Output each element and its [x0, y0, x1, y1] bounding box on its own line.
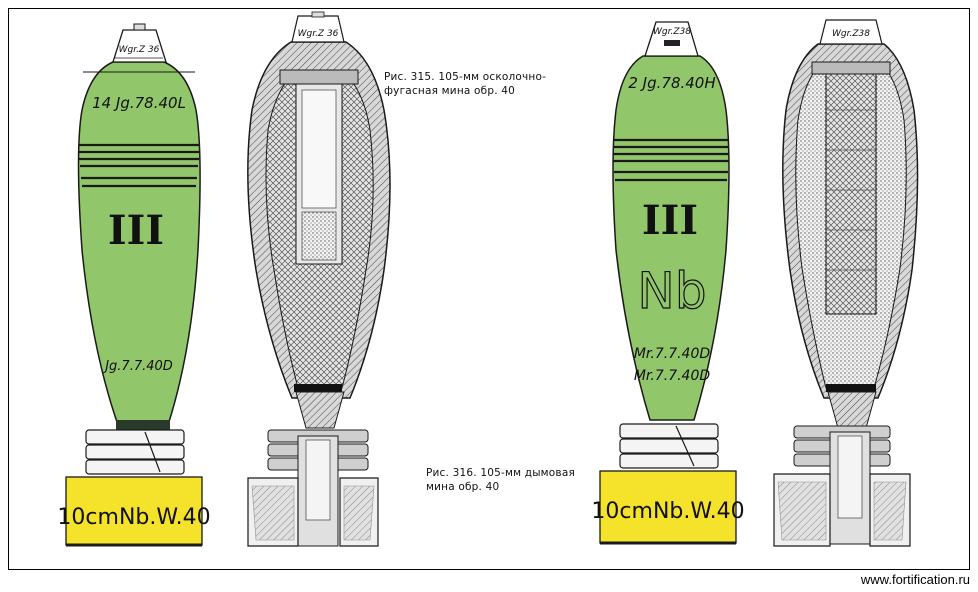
mine-315-lot-marking: 14 Jg.78.40L — [92, 94, 186, 112]
mine-316-lower-marking-1: Mr.7.7.40D — [634, 346, 711, 362]
mine-316-section: Wgr.Z38 — [773, 19, 919, 547]
figure-316-caption-line1: Рис. 316. 105-мм дымовая — [426, 467, 575, 479]
mine-316-base-label: 10cmNb.W.40 — [591, 499, 744, 524]
footer-site-link[interactable]: www.fortification.ru — [860, 572, 970, 587]
figure-315-caption-line2: фугасная мина обр. 40 — [384, 85, 516, 97]
mine-315-base — [65, 476, 203, 546]
mine-315-exterior: Wgr.Z 36 14 Jg.78.40L III Jg.7.7.40D 10c… — [57, 23, 211, 547]
mine-316-type-mark: Nb — [637, 262, 706, 320]
figure-315-caption: Рис. 315. 105-мм осколочно- фугасная мин… — [384, 70, 584, 98]
mine-316-lower-marking-2: Mr.7.7.40D — [634, 368, 711, 384]
mine-316-filler-mark: III — [642, 197, 698, 244]
figure-315-caption-line1: Рис. 315. 105-мм осколочно- — [384, 71, 547, 83]
mine-315-rings — [79, 71, 199, 188]
figure-316-caption: Рис. 316. 105-мм дымовая мина обр. 40 — [426, 466, 626, 494]
mine-316-rings — [613, 138, 729, 182]
mine-315-section-fuze-label: Wgr.Z 36 — [298, 29, 339, 39]
mine-315-filler-mark: III — [108, 207, 164, 254]
mine-316-lot-marking: 2 Jg.78.40H — [628, 74, 715, 92]
figure-316-caption-line2: мина обр. 40 — [426, 481, 500, 493]
mine-316-exterior: Wgr.Z38 2 Jg.78.40H III Nb Mr.7.7.40D Mr… — [591, 21, 745, 545]
mine-315-base-label: 10cmNb.W.40 — [57, 505, 210, 530]
mine-315-fuze-label: Wgr.Z 36 — [119, 45, 160, 55]
mine-316-fin-rings — [619, 423, 719, 469]
mine-315-lower-marking: Jg.7.7.40D — [102, 359, 173, 374]
mine-316-section-fuze-label: Wgr.Z38 — [832, 29, 870, 39]
mine-316-fuze-label: Wgr.Z38 — [653, 27, 691, 37]
mine-316-fuze — [644, 21, 699, 57]
mine-315-fin-rings — [85, 429, 185, 475]
mine-315-section: Wgr.Z 36 — [247, 11, 391, 547]
